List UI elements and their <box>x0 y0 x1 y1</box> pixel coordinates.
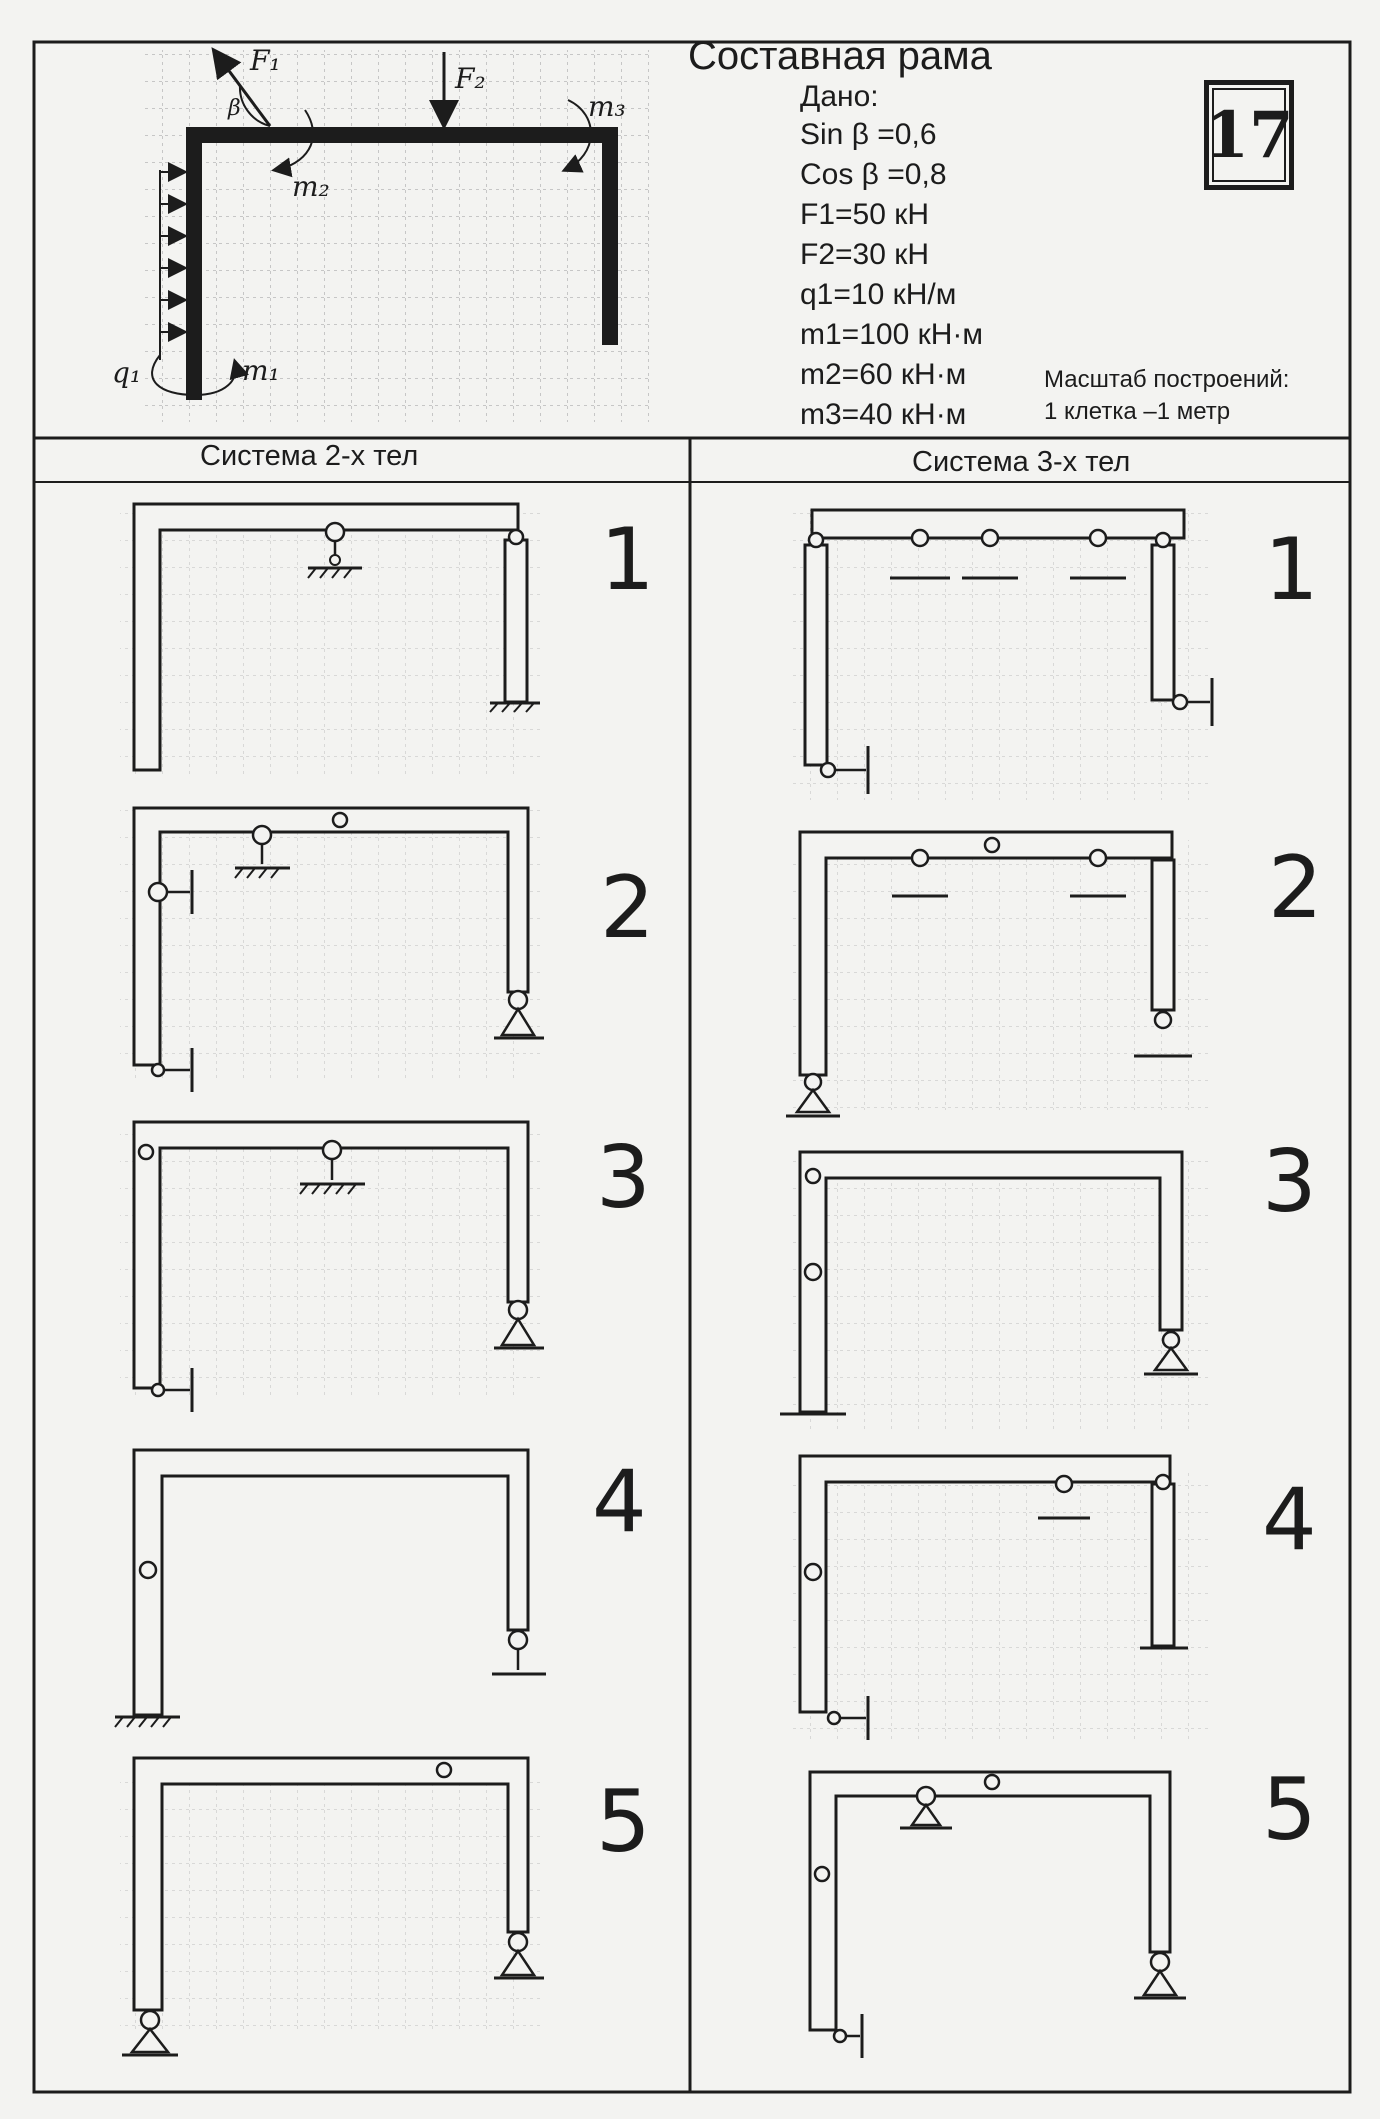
left-variant-2-frame <box>120 806 544 1092</box>
label-m1: m₁ <box>242 354 280 387</box>
given-m2: m2=60 кН·м <box>800 358 967 391</box>
main-frame-diagram <box>145 47 650 422</box>
right-number-4: 4 <box>1262 1470 1317 1570</box>
given-m3: m3=40 кН·м <box>800 398 967 431</box>
scale-note-line1: Масштаб построений: <box>1044 366 1290 393</box>
column-header-three-bodies: Система 3-х тел <box>912 446 1131 478</box>
right-number-3: 3 <box>1262 1132 1317 1232</box>
right-variant-5-frame <box>808 1770 1186 2058</box>
variant-badge: 17 <box>1204 80 1294 190</box>
scale-note-line2: 1 клетка –1 метр <box>1044 398 1231 425</box>
given-heading: Дано: <box>800 80 879 113</box>
label-q1: q₁ <box>112 356 142 389</box>
given-m1: m1=100 кН·м <box>800 318 983 351</box>
label-beta: β <box>228 96 241 121</box>
right-variant-3-frame <box>780 1150 1210 1430</box>
left-number-2: 2 <box>600 858 655 958</box>
right-number-5: 5 <box>1262 1760 1317 1860</box>
page-title: Составная рама <box>688 34 992 78</box>
label-m2: m₂ <box>292 170 330 203</box>
label-m3: m₃ <box>588 90 626 123</box>
left-number-5: 5 <box>596 1772 651 1872</box>
label-F1: F₁ <box>250 44 281 77</box>
moment-m3 <box>561 99 592 173</box>
given-sin-beta: Sin β =0,6 <box>800 118 937 151</box>
main-frame-beam <box>186 127 618 400</box>
sheet-frame <box>32 40 1352 2094</box>
left-number-3: 3 <box>596 1128 651 1228</box>
left-variant-5-frame <box>120 1756 544 2057</box>
label-F2: F₂ <box>455 62 486 95</box>
given-cos-beta: Cos β =0,8 <box>800 158 947 191</box>
left-variant-4-frame <box>114 1448 546 1728</box>
given-F1: F1=50 кН <box>800 198 930 231</box>
moment-m1 <box>151 354 249 397</box>
left-number-4: 4 <box>592 1452 647 1552</box>
column-header-two-bodies: Система 2-х тел <box>200 440 419 472</box>
variant-number: 17 <box>1204 88 1294 182</box>
right-variant-1-frame <box>790 508 1214 800</box>
right-variant-4-frame <box>790 1454 1210 1740</box>
right-number-2: 2 <box>1268 838 1323 938</box>
given-F2: F2=30 кН <box>800 238 930 271</box>
moment-m2 <box>271 109 315 178</box>
distributed-load-q1 <box>159 162 188 360</box>
left-variant-1-frame <box>120 502 540 775</box>
left-number-1: 1 <box>600 510 655 610</box>
left-variant-3-frame <box>120 1120 544 1412</box>
force-F1 <box>211 47 272 127</box>
right-number-1: 1 <box>1264 520 1319 620</box>
right-variant-2-frame <box>786 830 1210 1118</box>
given-q1: q1=10 кН/м <box>800 278 957 311</box>
